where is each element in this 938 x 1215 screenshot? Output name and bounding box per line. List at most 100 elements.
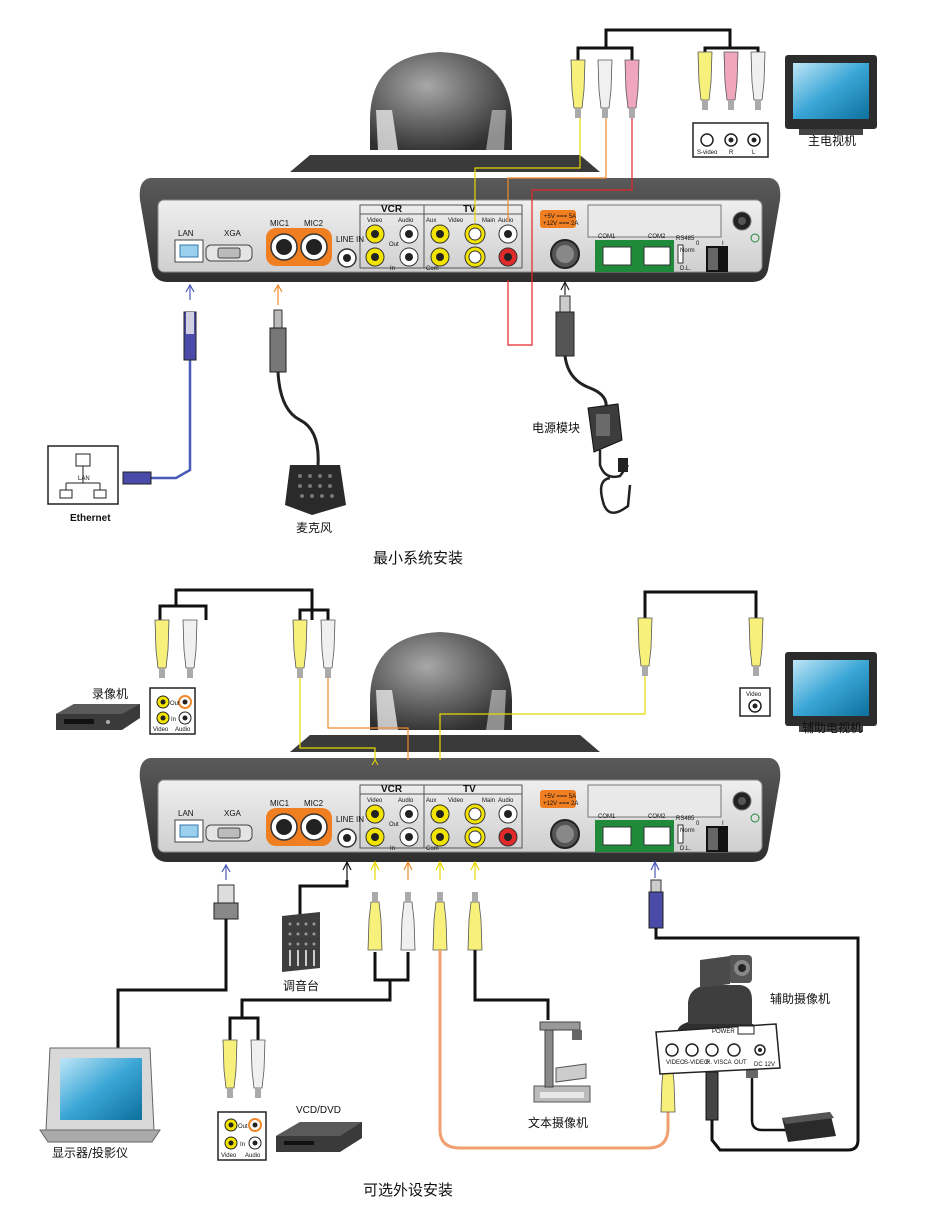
port-group-tv: TV xyxy=(463,784,476,795)
microphone-icon xyxy=(285,465,346,515)
power-adapter-icon xyxy=(587,403,628,472)
switch-off-label: 0 xyxy=(696,821,700,827)
tv-video-label: Video xyxy=(448,798,464,804)
dl-label: D.L. xyxy=(680,846,691,852)
vcr-jack-panel: Out In Video Audio xyxy=(149,687,196,735)
aux-tv-jack-panel: Video xyxy=(739,687,771,717)
ethernet-cable xyxy=(122,283,197,485)
monitor-icon xyxy=(39,1047,161,1143)
minimal-setup-caption: 最小系统安装 xyxy=(373,549,463,567)
vcr-audio-label: Audio xyxy=(398,218,414,224)
jack-label-svideo: S-video xyxy=(697,150,718,156)
tv-video-label: Video xyxy=(448,218,464,224)
document-camera-icon xyxy=(533,1021,591,1103)
vcr-cable xyxy=(154,588,409,760)
dvd-icon xyxy=(276,1122,362,1152)
power-rating-12v: +12V === 2A xyxy=(543,801,578,807)
vcr-video-label: Video xyxy=(367,798,383,804)
document-camera-cable xyxy=(432,860,676,1150)
dvd-jack-panel: Out In Video Audio xyxy=(217,1111,267,1161)
switch-off-label: 0 xyxy=(696,241,700,247)
ethernet-label: Ethernet xyxy=(70,513,111,524)
port-label-line-in: LINE IN xyxy=(336,235,364,244)
dvd-jack-video: Video xyxy=(221,1153,237,1159)
port-group-vcr: VCR xyxy=(381,784,403,795)
vcr-label: 录像机 xyxy=(92,687,128,701)
port-label-lan: LAN xyxy=(178,809,194,818)
aux-camera-label: 辅助摄像机 xyxy=(770,991,830,1006)
camera-box-title: POWER xyxy=(712,1029,735,1035)
vcr-jack-in: In xyxy=(171,717,176,723)
tv-audio-label: Audio xyxy=(498,798,514,804)
camera-box-port-video: VIDEO xyxy=(666,1060,685,1066)
aux-camera-cable xyxy=(648,860,860,1152)
vcr-jack-audio: Audio xyxy=(175,727,191,733)
port-label-xga: XGA xyxy=(224,809,242,818)
vcr-jack-video: Video xyxy=(153,727,169,733)
dvd-cable xyxy=(222,860,416,1099)
norm-label: Norm xyxy=(680,248,695,254)
tv-aux-label: Aux xyxy=(426,218,436,224)
microphone-cable xyxy=(269,283,320,466)
lan-box-label: LAN xyxy=(78,476,90,482)
minimal-setup: LAN XGA MIC1 MIC2 LINE IN VCR TV Video A… xyxy=(47,28,877,567)
rs485-label: RS485 xyxy=(676,816,695,822)
port-label-mic1: MIC1 xyxy=(270,799,290,808)
com1-label: COM1 xyxy=(598,814,616,820)
vcr-in-label: In xyxy=(390,266,395,272)
monitor-label: 显示器/投影仪 xyxy=(52,1145,128,1160)
vcr-in-label: In xyxy=(390,846,395,852)
power-adapter-icon xyxy=(782,1112,836,1142)
power-module-label: 电源模块 xyxy=(532,421,580,435)
port-label-lan: LAN xyxy=(178,229,194,238)
com2-label: COM2 xyxy=(648,234,666,240)
vcd-dvd-label: VCD/DVD xyxy=(296,1105,341,1116)
jack-label-r: R xyxy=(729,150,734,156)
vcr-out-label: Out xyxy=(389,822,399,828)
mixer-label: 调音台 xyxy=(283,978,319,993)
power-rating-5v: +5V === 5A xyxy=(544,214,576,220)
main-tv-jack-panel: S-video R L xyxy=(692,122,769,158)
mixer-cable xyxy=(298,860,352,915)
port-label-mic1: MIC1 xyxy=(270,219,290,228)
port-label-mic2: MIC2 xyxy=(304,219,324,228)
tv-audio-label: Audio xyxy=(498,218,514,224)
tv-com-label: Com xyxy=(426,846,439,852)
vcr-icon xyxy=(56,704,140,730)
port-label-xga: XGA xyxy=(224,229,242,238)
camera-box-port-dc: DC 12V xyxy=(754,1062,775,1068)
document-camera-label: 文本摄像机 xyxy=(528,1115,588,1130)
com2-label: COM2 xyxy=(648,814,666,820)
optional-setup: LAN XGA MIC1 MIC2 LINE IN VCR TV Video A… xyxy=(39,588,877,1199)
dvd-jack-audio: Audio xyxy=(245,1153,261,1159)
switch-on-label: I xyxy=(722,821,724,827)
jack-label-l: L xyxy=(752,150,756,156)
power-rating-5v: +5V === 5A xyxy=(544,794,576,800)
aux-tv-jack-video: Video xyxy=(746,692,762,698)
port-label-mic2: MIC2 xyxy=(304,799,324,808)
microphone-label: 麦克风 xyxy=(296,521,332,535)
power-cable xyxy=(555,280,632,514)
vcr-out-label: Out xyxy=(389,242,399,248)
vcr-audio-label: Audio xyxy=(398,798,414,804)
tv-main-label: Main xyxy=(482,798,495,804)
port-group-vcr: VCR xyxy=(381,204,403,215)
vcr-jack-out: Out xyxy=(170,701,180,707)
switch-on-label: I xyxy=(722,241,724,247)
norm-label: Norm xyxy=(680,828,695,834)
tv-aux-label: Aux xyxy=(426,798,436,804)
camera-interface-box: POWER VIDEO S-VIDEO R. VISCA OUT DC 12V xyxy=(655,1023,781,1075)
mixer-icon xyxy=(282,912,320,972)
com1-label: COM1 xyxy=(598,234,616,240)
tv-icon xyxy=(785,652,877,732)
monitor-cable xyxy=(116,863,239,1058)
dvd-jack-out: Out xyxy=(238,1124,248,1130)
port-group-tv: TV xyxy=(463,204,476,215)
aux-tv-cable xyxy=(371,590,764,766)
tv-main-label: Main xyxy=(482,218,495,224)
camera-box-port-visca: R. VISCA xyxy=(706,1060,732,1066)
main-tv-label: 主电视机 xyxy=(808,133,856,148)
camera-box-port-out: OUT xyxy=(734,1060,747,1066)
ethernet-port-icon: LAN xyxy=(47,445,119,505)
